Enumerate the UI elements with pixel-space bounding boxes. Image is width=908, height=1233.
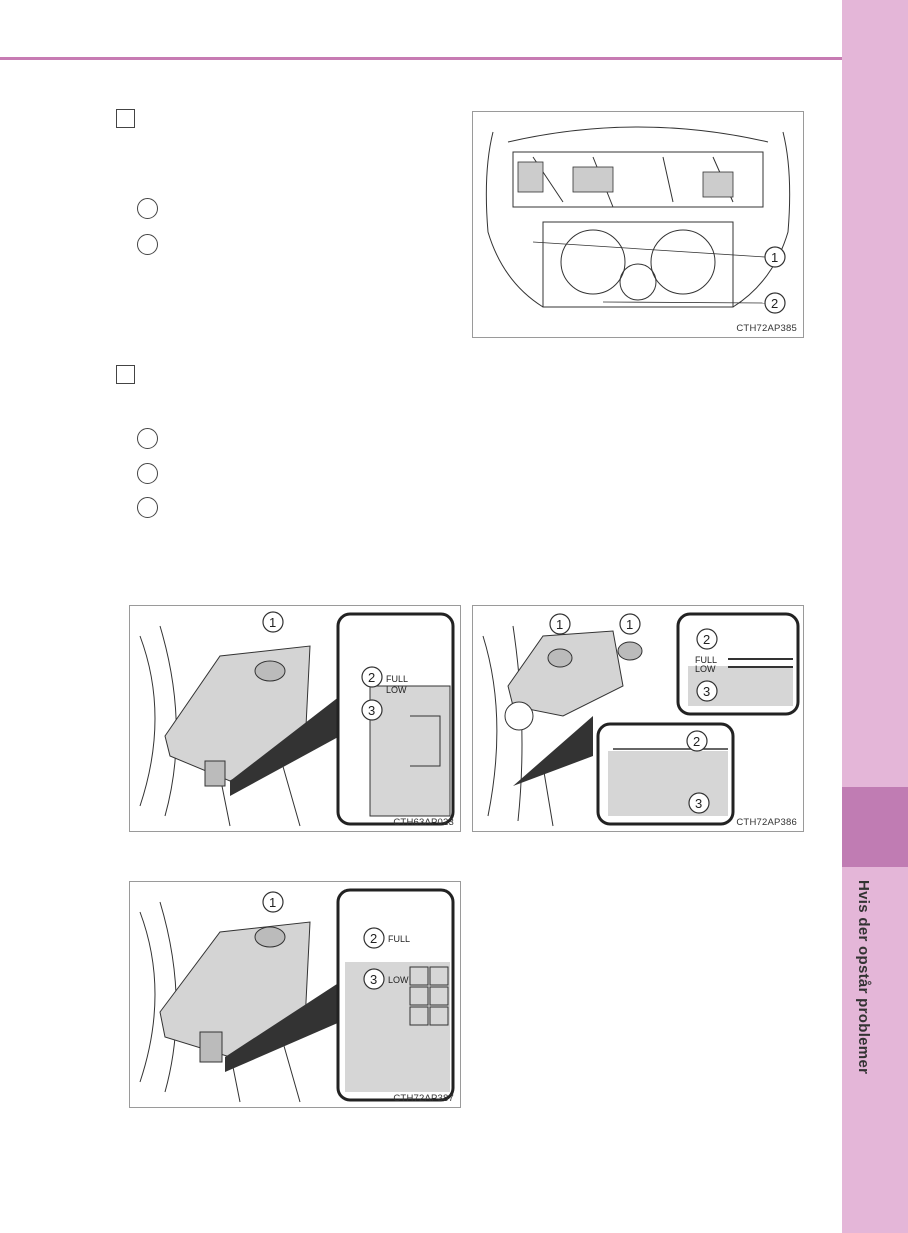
reservoir-b-full-label: FULL (695, 655, 717, 665)
header-rule (0, 57, 842, 60)
reservoir-a-full-label: FULL (386, 674, 408, 684)
reservoir-b-callout-3a: 3 (703, 684, 710, 699)
list-marker-2 (137, 234, 158, 255)
engine-compartment-figure: 1 2 CTH72AP385 (472, 111, 804, 338)
reservoir-b-callout-3b: 3 (695, 796, 702, 811)
reservoir-b-callout-1b: 1 (626, 617, 633, 632)
reservoir-b-callout-2b: 2 (693, 734, 700, 749)
figure-code: CTH72AP387 (393, 1093, 454, 1104)
reservoir-c-callout-2: 2 (370, 931, 377, 946)
reservoir-c-callout-1: 1 (269, 895, 276, 910)
reservoir-a-callout-2: 2 (368, 670, 375, 685)
section-sidebar (842, 0, 908, 1233)
reservoir-figure-a: 1 2 3 FULL LOW CTH63AP023 (129, 605, 461, 832)
section-tab-label: Hvis der opstår problemer (855, 880, 872, 1075)
list-marker-5 (137, 497, 158, 518)
reservoir-c-low-label: LOW (388, 975, 409, 985)
reservoir-c-full-label: FULL (388, 934, 410, 944)
reservoir-b-callout-1a: 1 (556, 617, 563, 632)
checkbox-2 (116, 365, 135, 384)
reservoir-c-callout-3: 3 (370, 972, 377, 987)
reservoir-figure-c: 1 2 3 FULL LOW CTH72AP387 (129, 881, 461, 1108)
figure-code: CTH63AP023 (393, 817, 454, 828)
reservoir-a-callout-1: 1 (269, 615, 276, 630)
list-marker-4 (137, 463, 158, 484)
reservoir-a-callout-3: 3 (368, 703, 375, 718)
list-marker-1 (137, 198, 158, 219)
section-tab-marker (842, 787, 908, 867)
reservoir-b-callout-2a: 2 (703, 632, 710, 647)
reservoir-a-low-label: LOW (386, 685, 407, 695)
figure-code: CTH72AP385 (736, 323, 797, 334)
list-marker-3 (137, 428, 158, 449)
checkbox-1 (116, 109, 135, 128)
engine-callout-1: 1 (771, 250, 778, 265)
reservoir-figure-b: 1 1 2 3 2 3 FULL LOW CTH72AP386 (472, 605, 804, 832)
reservoir-b-low-label: LOW (695, 664, 716, 674)
engine-callout-2: 2 (771, 296, 778, 311)
figure-code: CTH72AP386 (736, 817, 797, 828)
